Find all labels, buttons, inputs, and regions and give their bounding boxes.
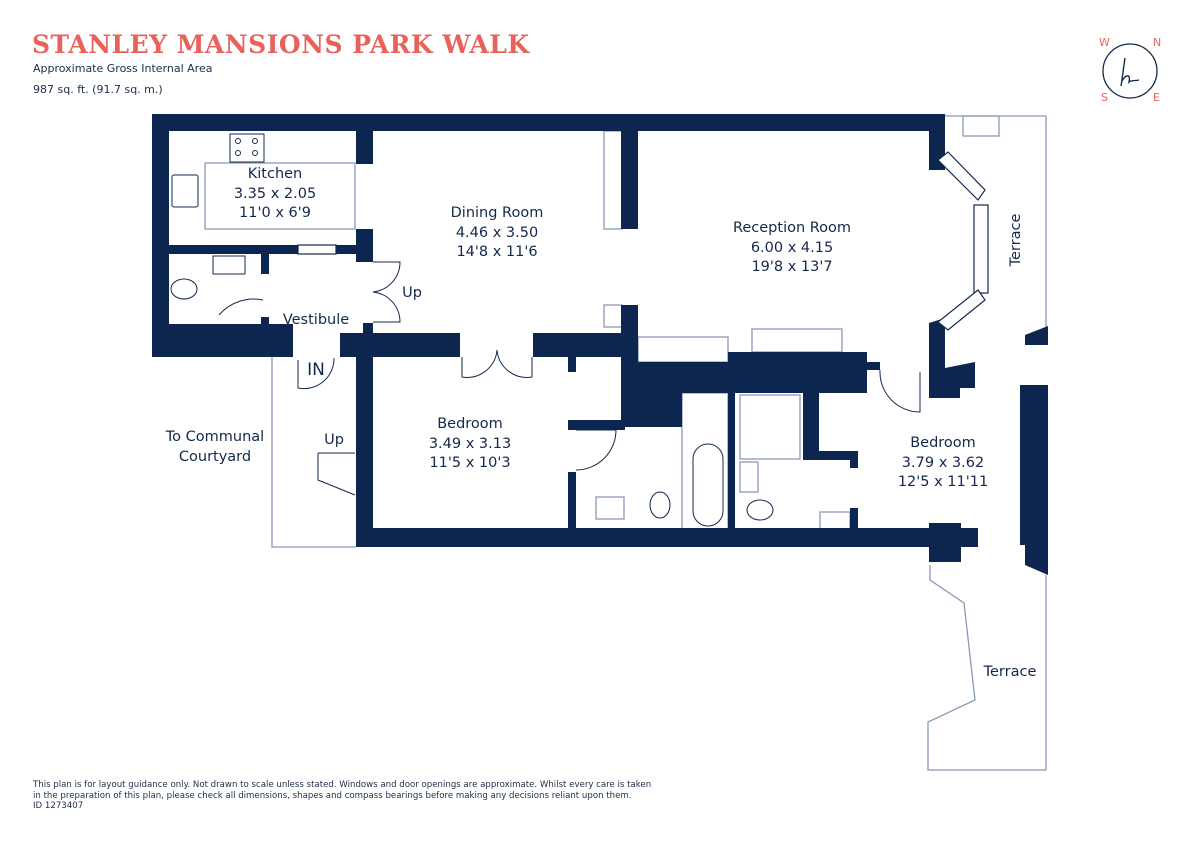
room-dining: Dining Room 4.46 x 3.50 14'8 x 11'6 — [451, 204, 544, 263]
room-kitchen: Kitchen 3.35 x 2.05 11'0 x 6'9 — [234, 165, 316, 224]
compass-logo: W N S E — [1095, 36, 1165, 106]
room-name: Reception Room — [732, 220, 852, 236]
compass-w: W — [1099, 36, 1110, 49]
room-imperial: 11'0 x 6'9 — [239, 205, 311, 221]
area-value: 987 sq. ft. (91.7 sq. m.) — [33, 83, 163, 96]
room-metric: 3.49 x 3.13 — [428, 435, 512, 452]
room-name: Bedroom — [910, 435, 976, 451]
bath-icon — [692, 443, 724, 527]
disclaimer-line-2: in the preparation of this plan, please … — [33, 790, 632, 801]
up-courtyard-label: Up — [324, 432, 344, 448]
toilet-icon — [170, 278, 198, 300]
terrace-lower-label: Terrace — [983, 664, 1037, 680]
room-imperial: 19'8 x 13'7 — [751, 259, 833, 275]
vestibule-label: Vestibule — [282, 312, 350, 328]
room-imperial: 11'5 x 10'3 — [429, 455, 511, 471]
compass-circle-icon — [1102, 43, 1158, 99]
property-title: STANLEY MANSIONS PARK WALK — [32, 30, 530, 59]
compass-e: E — [1153, 91, 1160, 104]
courtyard-label: To Communal Courtyard — [165, 429, 265, 465]
hob-icon — [229, 133, 265, 163]
room-name: Dining Room — [450, 205, 544, 221]
room-reception: Reception Room 6.00 x 4.15 19'8 x 13'7 — [733, 219, 851, 278]
entrance-label: IN — [307, 360, 325, 380]
walls — [152, 114, 1048, 575]
room-name: Bedroom — [437, 416, 503, 432]
compass-n: N — [1153, 36, 1162, 49]
room-imperial: 12'5 x 11'11 — [897, 474, 989, 490]
compass-s: S — [1101, 91, 1108, 104]
room-metric: 3.79 x 3.62 — [901, 454, 985, 471]
room-bedroom-2: Bedroom 3.79 x 3.62 12'5 x 11'11 — [898, 434, 988, 493]
area-label: Approximate Gross Internal Area — [33, 62, 213, 75]
room-name: Kitchen — [247, 166, 303, 182]
up-stairs-label: Up — [402, 285, 422, 301]
disclaimer: This plan is for layout guidance only. N… — [33, 780, 651, 812]
fixtures — [170, 133, 921, 527]
room-metric: 4.46 x 3.50 — [455, 224, 539, 241]
basin-icon — [212, 255, 246, 275]
room-imperial: 14'8 x 11'6 — [456, 244, 538, 260]
plan-id: ID 1273407 — [33, 801, 84, 811]
room-bedroom-1: Bedroom 3.49 x 3.13 11'5 x 10'3 — [429, 415, 511, 474]
sink-icon — [171, 174, 199, 208]
disclaimer-line-1: This plan is for layout guidance only. N… — [33, 780, 652, 790]
room-metric: 3.35 x 2.05 — [233, 185, 317, 202]
terrace-upper-label: Terrace — [1008, 213, 1024, 267]
room-metric: 6.00 x 4.15 — [750, 239, 834, 256]
bay-window — [297, 151, 989, 331]
